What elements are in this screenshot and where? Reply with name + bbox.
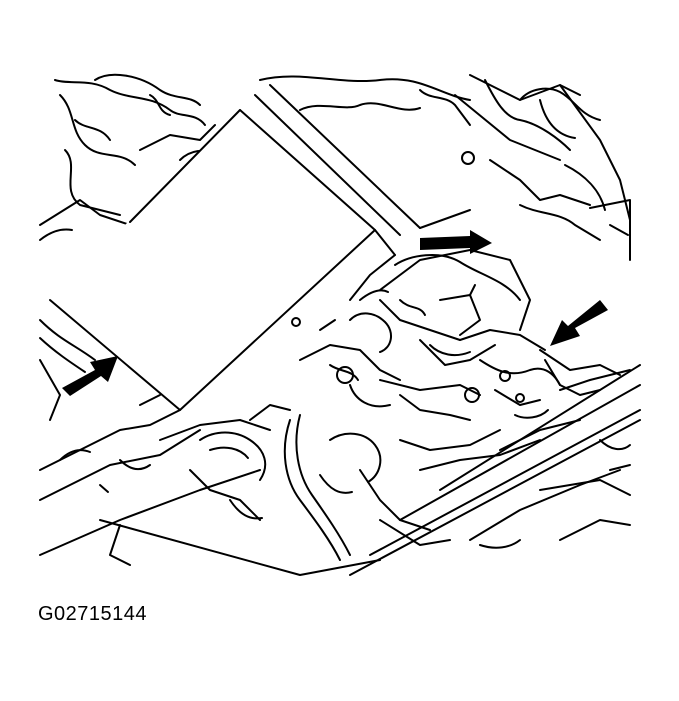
upper-arrow-icon	[420, 230, 492, 254]
lower-right-frame	[349, 364, 641, 576]
left-arrow-icon	[62, 356, 118, 396]
lower-center-parts	[189, 404, 541, 561]
lower-frame-rail	[39, 319, 381, 576]
callout-arrows	[62, 230, 608, 396]
figure-code-label: G02715144	[38, 603, 148, 625]
upper-frame	[254, 74, 631, 261]
cross-member-plate	[49, 109, 396, 411]
central-mechanism	[299, 249, 631, 421]
right-arrow-icon	[550, 300, 608, 346]
upper-left-components	[39, 73, 216, 241]
